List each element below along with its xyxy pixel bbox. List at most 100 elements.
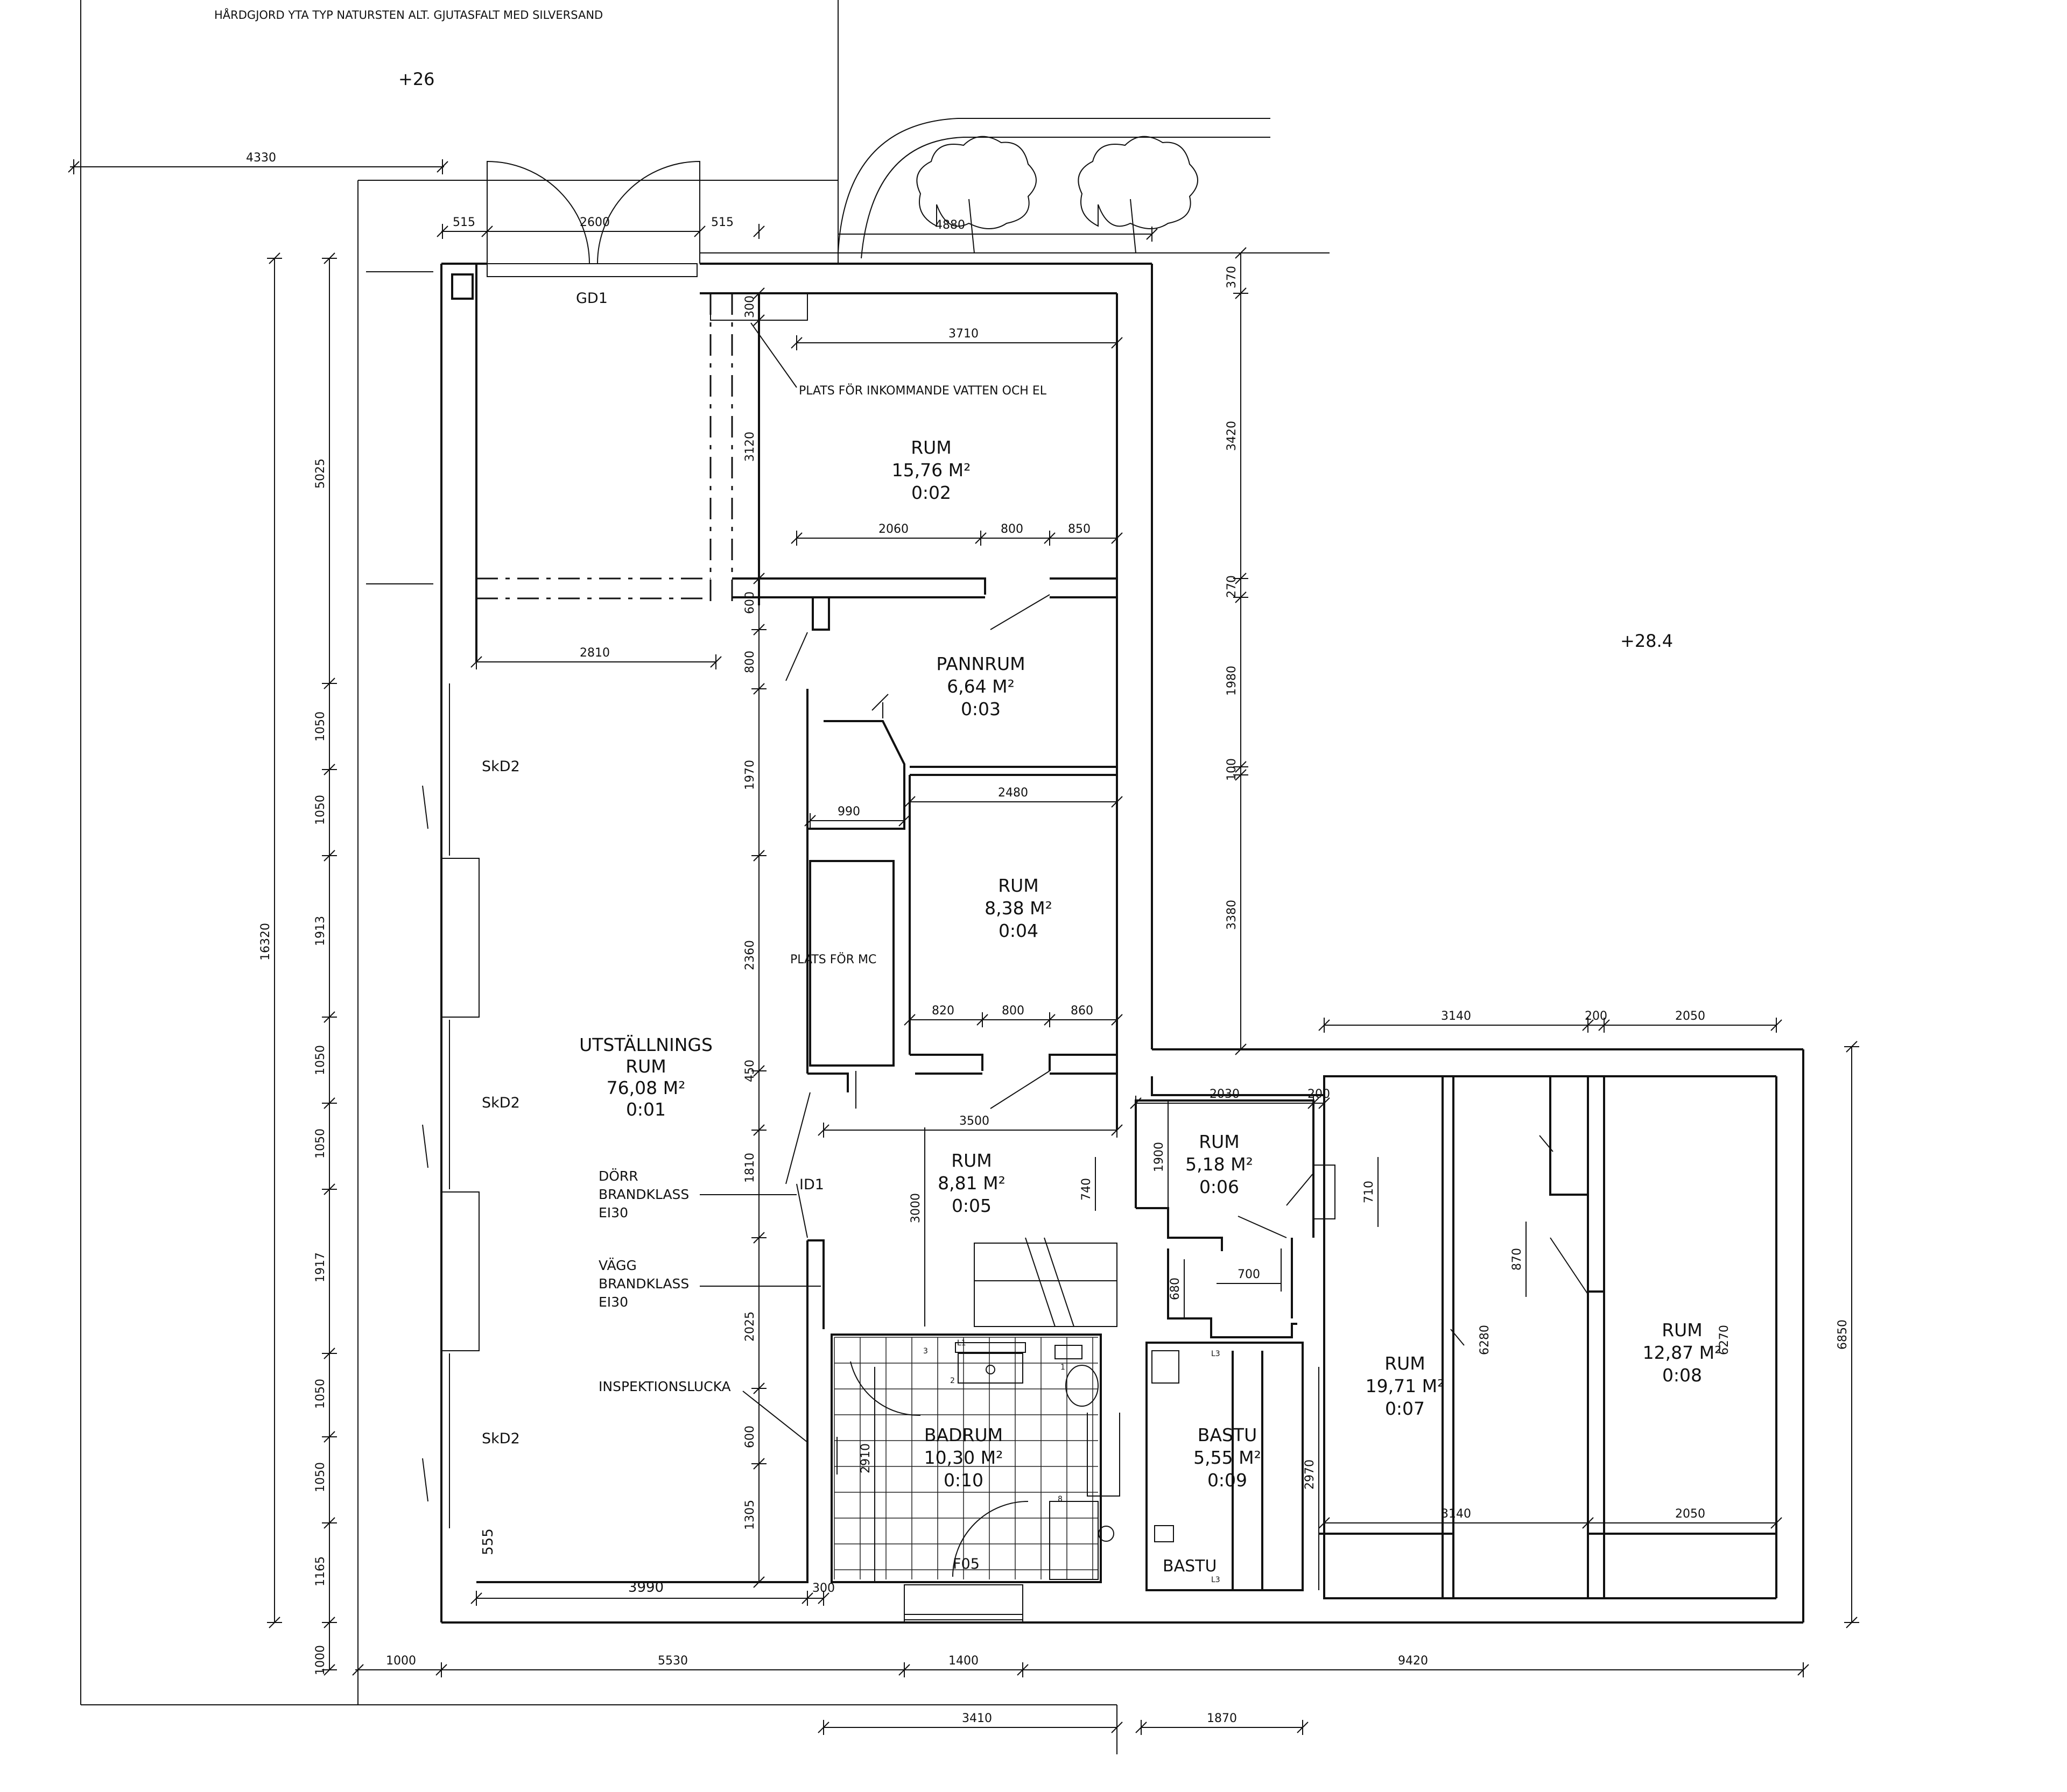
svg-text:2810: 2810 bbox=[580, 646, 610, 660]
svg-text:RUM: RUM bbox=[1384, 1353, 1425, 1374]
svg-text:6,64 M²: 6,64 M² bbox=[947, 676, 1015, 697]
room-0-10: BADRUM 10,30 M² 0:10 bbox=[924, 1424, 1003, 1491]
svg-text:10,30 M²: 10,30 M² bbox=[924, 1447, 1003, 1468]
svg-text:6270: 6270 bbox=[1718, 1325, 1731, 1355]
label-l3: L3 bbox=[1211, 1576, 1220, 1584]
svg-text:3990: 3990 bbox=[628, 1579, 664, 1596]
svg-text:UTSTÄLLNINGS: UTSTÄLLNINGS bbox=[579, 1034, 713, 1055]
label-wall-2: BRANDKLASS bbox=[599, 1276, 689, 1292]
svg-text:RUM: RUM bbox=[951, 1150, 992, 1171]
svg-text:0:07: 0:07 bbox=[1385, 1398, 1425, 1419]
level-north: +26 bbox=[398, 69, 435, 89]
label-inlet: PLATS FÖR INKOMMANDE VATTEN OCH EL bbox=[799, 384, 1047, 398]
svg-text:2050: 2050 bbox=[1675, 1010, 1705, 1023]
svg-text:0:08: 0:08 bbox=[1662, 1365, 1702, 1386]
svg-text:555: 555 bbox=[480, 1528, 496, 1555]
svg-text:820: 820 bbox=[932, 1004, 954, 1018]
svg-text:3410: 3410 bbox=[962, 1712, 992, 1725]
label-wall-3: EI30 bbox=[599, 1294, 628, 1310]
svg-text:860: 860 bbox=[1071, 1004, 1093, 1018]
svg-text:1050: 1050 bbox=[314, 711, 327, 742]
svg-text:1050: 1050 bbox=[314, 1045, 327, 1075]
svg-text:1900: 1900 bbox=[1152, 1142, 1166, 1172]
label-skd2: SkD2 bbox=[482, 1430, 520, 1447]
svg-text:270: 270 bbox=[1225, 575, 1239, 598]
svg-text:0:04: 0:04 bbox=[999, 920, 1038, 941]
annotations: HÅRDGJORD YTA TYP NATURSTEN ALT. GJUTASF… bbox=[214, 8, 1673, 1584]
svg-text:370: 370 bbox=[1225, 266, 1239, 288]
svg-text:12,87 M²: 12,87 M² bbox=[1643, 1342, 1722, 1363]
svg-text:8,81 M²: 8,81 M² bbox=[938, 1173, 1006, 1194]
svg-text:RUM: RUM bbox=[911, 437, 952, 458]
svg-text:600: 600 bbox=[743, 1426, 757, 1448]
svg-text:19,71 M²: 19,71 M² bbox=[1366, 1375, 1445, 1396]
label-skd2: SkD2 bbox=[482, 758, 520, 775]
svg-text:0:01: 0:01 bbox=[626, 1099, 666, 1120]
svg-text:3000: 3000 bbox=[909, 1193, 923, 1223]
svg-text:3420: 3420 bbox=[1225, 421, 1239, 451]
svg-text:3710: 3710 bbox=[948, 327, 979, 341]
svg-text:RUM: RUM bbox=[1662, 1320, 1703, 1341]
svg-text:0:03: 0:03 bbox=[961, 699, 1001, 719]
svg-text:3500: 3500 bbox=[959, 1114, 989, 1128]
svg-text:1913: 1913 bbox=[314, 916, 327, 946]
site-lines bbox=[80, 0, 1330, 1754]
room-0-02: RUM 15,76 M² 0:02 bbox=[892, 437, 971, 503]
svg-text:850: 850 bbox=[1068, 523, 1091, 536]
exterior-walls bbox=[440, 160, 1804, 1624]
room-0-01: UTSTÄLLNINGS RUM 76,08 M² 0:01 bbox=[579, 1034, 713, 1120]
level-east: +28.4 bbox=[1620, 631, 1673, 651]
svg-text:1165: 1165 bbox=[314, 1556, 327, 1586]
svg-text:680: 680 bbox=[1169, 1278, 1182, 1300]
bathroom-fixtures bbox=[836, 1342, 1179, 1580]
svg-text:0:09: 0:09 bbox=[1207, 1470, 1247, 1491]
svg-text:3380: 3380 bbox=[1225, 900, 1239, 930]
svg-text:76,08 M²: 76,08 M² bbox=[607, 1077, 686, 1098]
label-door-3: EI30 bbox=[599, 1205, 628, 1220]
label-id1: ID1 bbox=[799, 1176, 824, 1193]
svg-text:1000: 1000 bbox=[386, 1654, 416, 1668]
svg-text:6280: 6280 bbox=[1478, 1325, 1492, 1355]
room-0-05: RUM 8,81 M² 0:05 bbox=[938, 1150, 1006, 1216]
svg-text:5530: 5530 bbox=[658, 1654, 688, 1668]
svg-text:1917: 1917 bbox=[314, 1252, 327, 1282]
svg-text:300: 300 bbox=[743, 295, 757, 318]
svg-text:100: 100 bbox=[1225, 758, 1239, 781]
label-l3: L3 bbox=[1211, 1350, 1220, 1358]
svg-text:3120: 3120 bbox=[743, 432, 757, 462]
svg-text:2060: 2060 bbox=[878, 523, 909, 536]
beam-lines bbox=[476, 293, 733, 605]
label-skd2: SkD2 bbox=[482, 1095, 520, 1111]
dimension-numbers-vertical: 16320 5025 1050 1050 1913 1050 1050 1917… bbox=[259, 266, 1850, 1675]
label-wall-1: VÄGG bbox=[599, 1258, 637, 1273]
svg-text:1050: 1050 bbox=[314, 795, 327, 825]
room-0-06: RUM 5,18 M² 0:06 bbox=[1185, 1131, 1253, 1197]
label-mc: PLATS FÖR MC bbox=[790, 953, 876, 966]
dimension-numbers: 4330 515 2600 515 4880 3710 2060 800 850… bbox=[246, 151, 1705, 1725]
svg-text:1400: 1400 bbox=[948, 1654, 979, 1668]
svg-text:515: 515 bbox=[453, 216, 475, 229]
svg-text:BASTU: BASTU bbox=[1198, 1424, 1257, 1445]
svg-text:3140: 3140 bbox=[1441, 1507, 1471, 1521]
svg-text:RUM: RUM bbox=[998, 875, 1039, 896]
svg-text:6850: 6850 bbox=[1836, 1320, 1850, 1350]
svg-text:870: 870 bbox=[1510, 1248, 1524, 1271]
svg-text:5,18 M²: 5,18 M² bbox=[1185, 1154, 1253, 1175]
room-0-04: RUM 8,38 M² 0:04 bbox=[985, 875, 1052, 941]
svg-text:200: 200 bbox=[1307, 1088, 1330, 1101]
svg-text:1970: 1970 bbox=[743, 760, 757, 790]
svg-text:1810: 1810 bbox=[743, 1153, 757, 1183]
windows-left bbox=[366, 271, 480, 1528]
svg-text:2030: 2030 bbox=[1210, 1088, 1240, 1101]
svg-text:600: 600 bbox=[743, 591, 757, 614]
label-gd1: GD1 bbox=[576, 290, 608, 307]
svg-text:990: 990 bbox=[838, 805, 860, 819]
svg-text:9420: 9420 bbox=[1398, 1654, 1428, 1668]
svg-text:1980: 1980 bbox=[1225, 666, 1239, 696]
fixture-num: 1 bbox=[1060, 1363, 1065, 1372]
svg-text:2910: 2910 bbox=[859, 1443, 873, 1473]
svg-text:800: 800 bbox=[1001, 523, 1023, 536]
svg-text:200: 200 bbox=[1585, 1010, 1607, 1023]
dimension-lines bbox=[68, 159, 1859, 1735]
